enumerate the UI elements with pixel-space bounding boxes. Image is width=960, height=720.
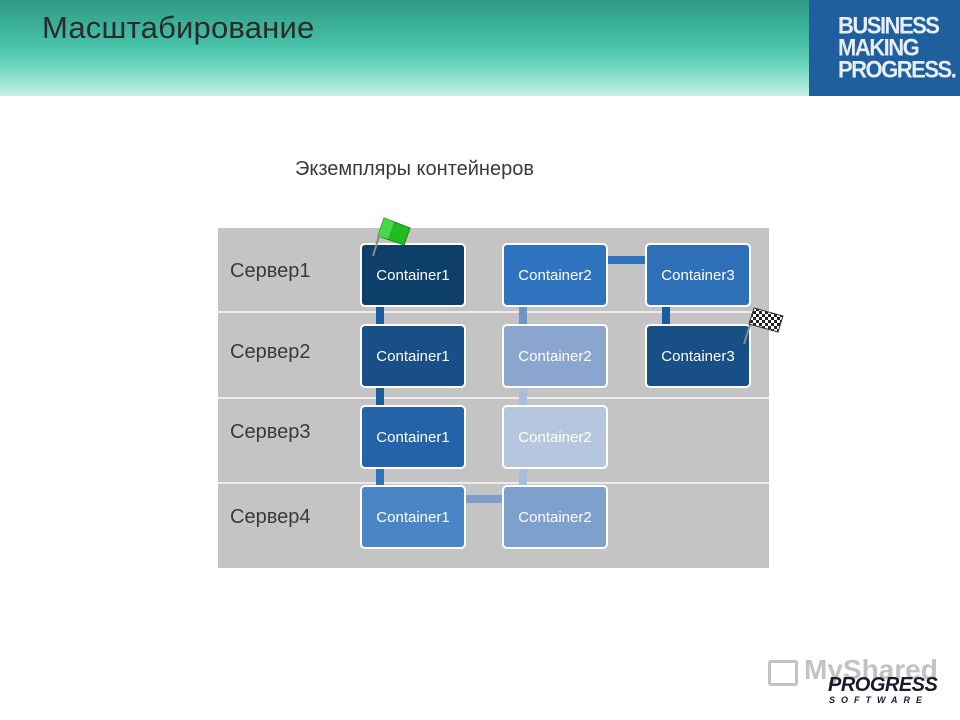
watermark-text: MyShared — [804, 654, 938, 685]
footer-brand-sub: SOFTWARE — [829, 695, 928, 705]
connector-c1-to-c2 — [466, 495, 504, 503]
connector-c2-3-4 — [519, 468, 527, 488]
footer-brand: PROGRESS — [828, 674, 938, 696]
connector-c1-3-4 — [376, 468, 384, 488]
container-node: Container1 — [360, 405, 466, 469]
connector-c2-to-c3 — [608, 256, 646, 264]
brand-logo: BUSINESS MAKING PROGRESS. — [809, 0, 960, 96]
diagram-subtitle: Экземпляры контейнеров — [295, 158, 534, 180]
container-node: Container2 — [502, 324, 608, 388]
row-divider — [218, 397, 769, 399]
server-label-4: Сервер4 — [230, 506, 311, 528]
connector-c2-1-2 — [519, 306, 527, 328]
container-node: Container1 — [360, 485, 466, 549]
watermark-icon — [768, 660, 798, 686]
row-divider — [218, 311, 769, 313]
container-node: Container3 — [645, 324, 751, 388]
container-node: Container2 — [502, 405, 608, 469]
brand-line-2: MAKING — [838, 33, 920, 62]
row-divider — [218, 482, 769, 484]
container-node: Container2 — [502, 485, 608, 549]
slide-title: Масштабирование — [42, 10, 315, 45]
finish-flag-icon — [743, 307, 784, 345]
server-label-2: Сервер2 — [230, 341, 311, 363]
server-label-3: Сервер3 — [230, 421, 311, 443]
connector-c1-2-3 — [376, 388, 384, 408]
brand-line-3: PROGRESS. — [838, 55, 957, 84]
server-label-1: Сервер1 — [230, 260, 311, 282]
brand-line-1: BUSINESS — [838, 11, 940, 40]
container-node: Container3 — [645, 243, 751, 307]
start-flag-icon — [372, 217, 411, 257]
connector-c1-1-2 — [376, 306, 384, 328]
header-banner — [0, 0, 960, 96]
container-node: Container2 — [502, 243, 608, 307]
container-node: Container1 — [360, 324, 466, 388]
connector-c3-1-2 — [662, 306, 670, 328]
connector-c2-2-3 — [519, 388, 527, 408]
container-node: Container1 — [360, 243, 466, 307]
